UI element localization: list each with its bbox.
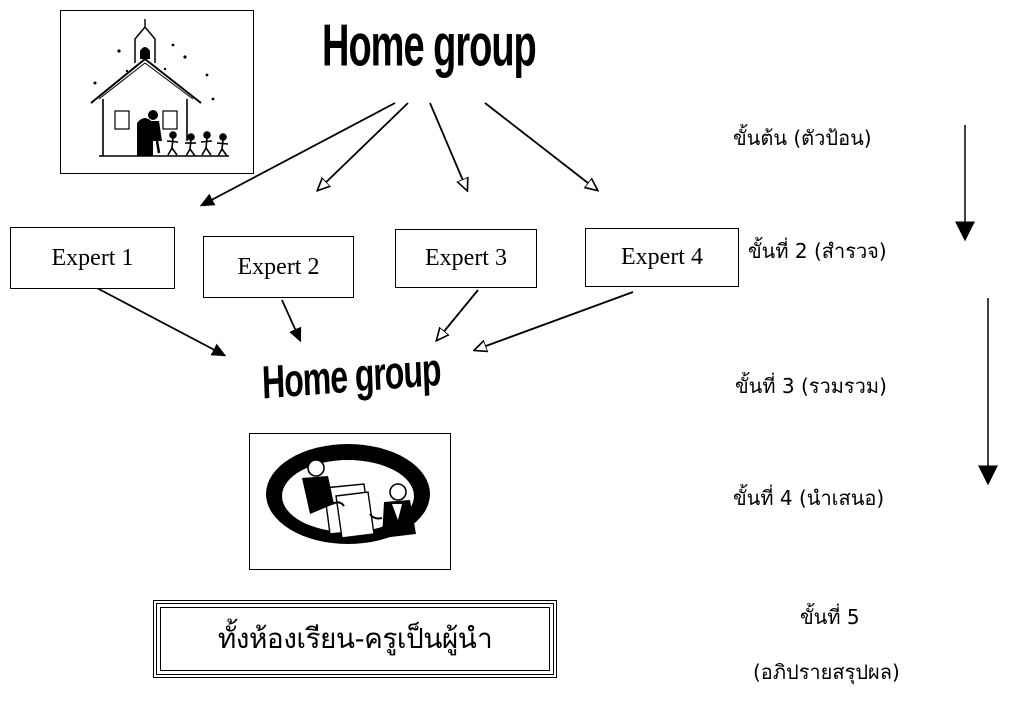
school-illustration [60,10,254,174]
expert-1-box: Expert 1 [10,227,175,289]
arrow-home-to-expert-1 [202,102,396,205]
summary-box: ทั้งห้องเรียน-ครูเป็นผู้นำ [153,600,557,678]
expert-4-box: Expert 4 [585,228,739,287]
arrow-home-to-expert-2 [318,102,409,190]
step-1-label: ขั้นต้น (ตัวป้อน) [733,126,872,150]
step-2-label: ขั้นที่ 2 (สำรวจ) [748,239,887,263]
school-building-icon [90,19,229,157]
group-meeting-illustration [249,433,451,570]
arrow-expert-3-to-home [437,289,479,340]
step-4-label: ขั้นที่ 4 (นำเสนอ) [733,486,885,510]
arrow-expert-2-to-home [281,299,300,340]
step-5-label: ขั้นที่ 5 [800,605,860,629]
summary-label: ทั้งห้องเรียน-ครูเป็นผู้นำ [160,607,550,671]
expert-3-box: Expert 3 [395,229,537,288]
arrow-home-to-expert-3 [429,102,467,190]
step-3-label: ขั้นที่ 3 (รวมรวม) [735,374,887,398]
top-home-group-heading: Home group [322,14,537,80]
expert-2-box: Expert 2 [203,236,354,298]
arrow-expert-1-to-home [94,286,224,355]
step-5-sublabel: (อภิปรายสรุปผล) [753,660,900,684]
arrow-expert-4-to-home [475,291,634,350]
arrow-home-to-expert-4 [484,102,597,190]
meeting-icon [266,444,430,544]
